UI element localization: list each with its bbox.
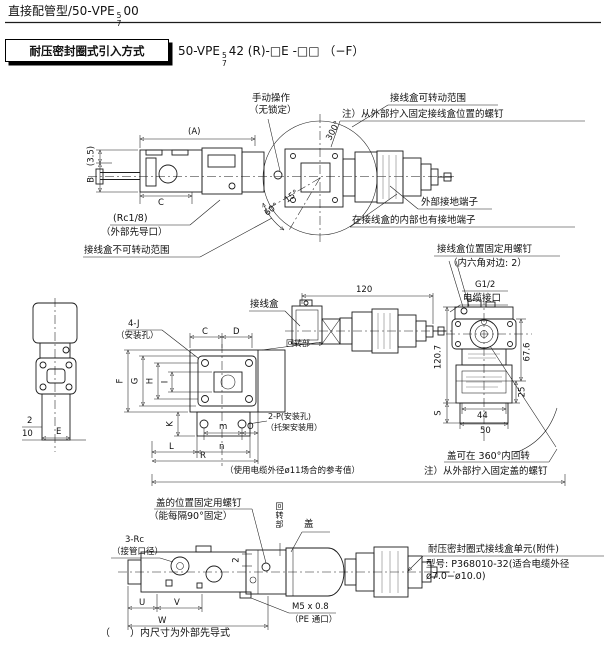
top-side-view bbox=[88, 135, 456, 204]
dim-label-h: H bbox=[145, 377, 156, 385]
dim-label-c: C bbox=[158, 198, 164, 208]
fraction-numerator: 5 bbox=[116, 11, 122, 20]
callout-3rc-ports-note: （接管口径） bbox=[112, 547, 164, 557]
dim-label-w: W bbox=[158, 616, 167, 626]
callout-g12-thread: G1/2 bbox=[475, 280, 496, 290]
callout-cover: 盖 bbox=[304, 519, 314, 530]
callout-rotating-part: 回转部 bbox=[286, 339, 310, 348]
dim-label-25: 25 bbox=[517, 386, 528, 398]
callout-internal-ground: 在接线盒的内部也有接地端子 bbox=[352, 215, 476, 226]
callout-external-pilot-port: （外部先导口） bbox=[101, 227, 168, 238]
callout-cover-position-screw: 盖的位置固定用螺钉 bbox=[156, 498, 242, 509]
bottom-side-view bbox=[111, 508, 604, 630]
dim-label-b: B bbox=[86, 177, 97, 183]
front-view bbox=[434, 255, 560, 463]
dim-label-s: S bbox=[433, 410, 444, 416]
dim-label-m: m bbox=[219, 422, 228, 432]
callout-2p-holes: 2-P(安装孔) bbox=[268, 412, 312, 421]
callout-cover-screw-note: 注）从外部拧入固定盖的螺钉 bbox=[424, 466, 548, 477]
page-title-suffix: 00 bbox=[123, 4, 139, 18]
dim-label-n: n bbox=[219, 442, 225, 452]
plan-view bbox=[124, 293, 565, 486]
dim-label-2: 2 bbox=[27, 416, 33, 426]
top-callout-leaders bbox=[83, 104, 585, 258]
dim-label-o: O bbox=[247, 422, 254, 432]
dim-label-u: U bbox=[139, 598, 146, 608]
fraction-numerator: 5 bbox=[221, 51, 227, 60]
footnote-internal-pilot: （ ）内尺寸为外部先导式 bbox=[100, 628, 230, 639]
dim-label-d: D bbox=[233, 327, 240, 337]
dim-label-k: K bbox=[165, 421, 176, 427]
callout-position-screw-note: （内六角对边: 2） bbox=[448, 258, 527, 269]
callout-2p-holes-note: （托架安装用） bbox=[266, 423, 322, 432]
dim-label-l: L bbox=[169, 442, 174, 452]
model-suffix: 42 (R)-□E -□□ （−F） bbox=[228, 44, 365, 58]
section-title-box: 耐压密封圈式引入方式 bbox=[5, 39, 169, 62]
callout-rc18-port: (Rc1/8) bbox=[113, 213, 148, 224]
dim-label-10: 10 bbox=[22, 429, 33, 439]
callout-cover-rotation: 盖可在 360°内回转 bbox=[447, 451, 530, 462]
dim-label-50: 50 bbox=[480, 426, 491, 436]
callout-cover-position-screw-note: （能每隔90°固定） bbox=[149, 511, 233, 522]
callout-manual-operation-note: （无锁定） bbox=[249, 105, 297, 116]
top-cable-gland bbox=[342, 150, 452, 204]
dim-label-i: I bbox=[160, 380, 171, 384]
note-cable-reference: （使用电缆外径ø11场合的参考值） bbox=[225, 466, 361, 476]
callout-pe-thread: M5 x 0.8 bbox=[292, 602, 329, 612]
dim-label-67-6: 67.6 bbox=[522, 342, 533, 362]
dim-label-c2: C bbox=[202, 327, 208, 337]
dim-label-120: 120 bbox=[356, 285, 373, 295]
fraction-denominator: 7 bbox=[221, 58, 227, 68]
callout-3rc-ports: 3-Rc bbox=[125, 535, 145, 545]
section-title: 耐压密封圈式引入方式 bbox=[29, 43, 145, 58]
callout-non-rotatable-range: 接线盒不可转动范围 bbox=[84, 245, 170, 256]
callout-manual-operation: 手动操作 bbox=[252, 93, 291, 104]
callout-cable-port: 电缆接口 bbox=[463, 293, 502, 304]
dim-label-v: V bbox=[174, 598, 180, 608]
fraction-denominator: 7 bbox=[116, 18, 122, 28]
callout-pe-port: （PE 通口） bbox=[290, 615, 338, 625]
dim-label-120-7: 120.7 bbox=[433, 344, 444, 370]
callout-external-ground: 外部接地端子 bbox=[421, 197, 479, 208]
callout-gland-unit-title: 耐压密封圈式接线盒单元(附件) bbox=[428, 544, 559, 555]
dim-label-a: (A) bbox=[188, 127, 201, 137]
dim-label-44: 44 bbox=[477, 411, 488, 421]
dim-label-r: R bbox=[200, 451, 206, 461]
callout-position-screw: 接线盒位置固定用螺钉 bbox=[437, 244, 533, 255]
model-prefix: 50-VPE bbox=[178, 44, 220, 58]
callout-rotating-part-vertical: 回转部 bbox=[275, 502, 284, 529]
page-title-prefix: 直接配管型/50-VPE bbox=[8, 4, 115, 18]
callout-rotatable-range: 接线盒可转动范围 bbox=[390, 93, 467, 104]
callout-junction-box: 接线盒 bbox=[250, 299, 279, 310]
dim-label-e: E bbox=[56, 427, 62, 437]
small-top-view bbox=[22, 298, 86, 452]
dim-label-g: G bbox=[130, 377, 141, 385]
callout-4j-holes-note: （安装孔） bbox=[116, 331, 159, 341]
dim-label-3-5: (3.5) bbox=[86, 145, 97, 167]
dim-label-f: F bbox=[115, 378, 126, 384]
callout-4j-holes: 4-J bbox=[128, 319, 140, 329]
callout-gland-unit-model: 型号: P368010-32(适合电缆外径 ø7.0−ø10.0) bbox=[426, 559, 570, 583]
callout-fixing-screw-note: 注）从外部拧入固定接线盒位置的螺钉 bbox=[342, 109, 504, 120]
dim-label-2-offset: 2 bbox=[231, 557, 242, 563]
